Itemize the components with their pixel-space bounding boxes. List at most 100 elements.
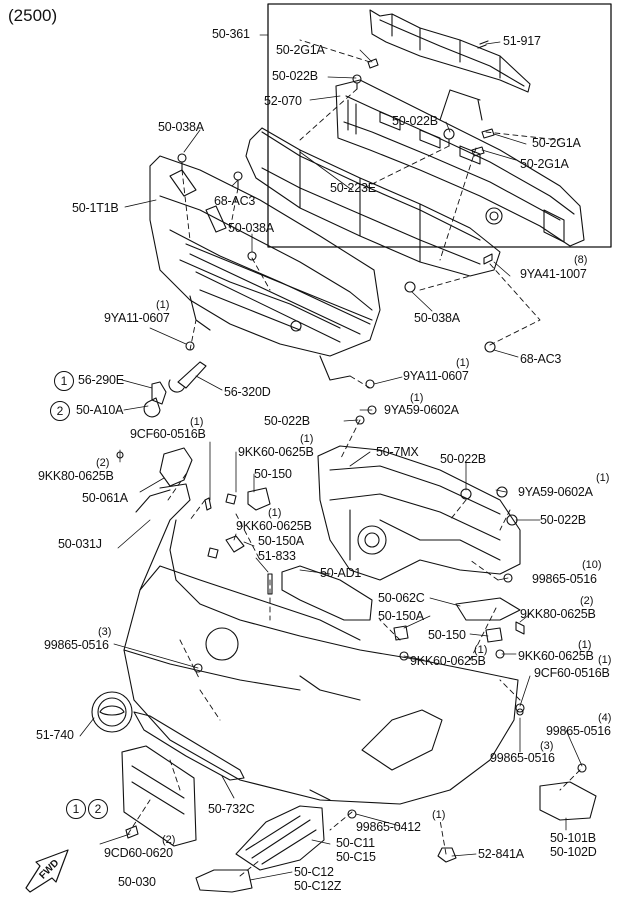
- grille-50-1T1B: [149, 155, 381, 381]
- label-9KK60-0625B-b: 9KK60-0625B: [236, 519, 312, 533]
- label-50-031J: 50-031J: [58, 537, 102, 551]
- garnish-50-732C: [133, 711, 245, 781]
- screw-9CF60-b: [515, 703, 525, 713]
- label-50-101B: 50-101B: [550, 831, 596, 845]
- tow-hook-56-320D: [168, 361, 207, 393]
- leader-lines: [79, 34, 583, 881]
- fwd-arrow-outline: [25, 849, 69, 893]
- label-50-361: 50-361: [212, 27, 250, 41]
- label-99865-0516-a: 99865-0516: [532, 572, 597, 586]
- label-9KK60-0625B-a: 9KK60-0625B: [238, 445, 314, 459]
- label-50-AD1: 50-AD1: [320, 566, 362, 580]
- upper-shield-51-917: [369, 9, 531, 93]
- label-51-917: 51-917: [503, 34, 541, 48]
- callout-1-plate: 1: [66, 799, 86, 819]
- label-52-070: 52-070: [264, 94, 302, 108]
- label-50-022B-e: 50-022B: [540, 513, 586, 527]
- label-50-061A: 50-061A: [82, 491, 128, 505]
- label-99865-0412: 99865-0412: [356, 820, 421, 834]
- bracket-50-7MX: [317, 445, 521, 581]
- label-50-022B-c: 50-022B: [264, 414, 310, 428]
- qty-9YA11-0607-a: (1): [156, 299, 170, 311]
- label-50-1T1B: 50-1T1B: [72, 201, 119, 215]
- bolt-9KK80-b: [515, 621, 525, 635]
- fog-grille-50-C11: [235, 805, 325, 871]
- qty-9KK80-0625B-b: (2): [580, 595, 594, 607]
- qty-9YA11-0607-b: (1): [456, 357, 470, 369]
- label-50-150-b: 50-150: [428, 628, 466, 642]
- bolt-51-833: [267, 573, 273, 595]
- label-99865-0516-b: 99865-0516: [44, 638, 109, 652]
- clip-50-2G1A-right-a: [481, 128, 495, 139]
- reinforcement-52-070: [335, 79, 585, 247]
- callout-2-plate: 2: [88, 799, 108, 819]
- label-50-038A-b: 50-038A: [228, 221, 274, 235]
- bolt-9KK60-c: [399, 651, 409, 661]
- label-9KK80-0625B-a: 9KK80-0625B: [38, 469, 114, 483]
- bolt-50-022B-a: [352, 74, 362, 84]
- qty-9YA59-0602A-b: (1): [596, 472, 610, 484]
- bolt-9KK60-b: [207, 547, 219, 559]
- emblem-51-740: [91, 691, 133, 733]
- deflector-50-AD1: [281, 565, 373, 621]
- clip-50-150-b: [485, 627, 503, 643]
- qty-99865-0516-d: (3): [540, 740, 554, 752]
- label-52-841A: 52-841A: [478, 847, 524, 861]
- qty-9CD60-0620: (2): [162, 834, 176, 846]
- qty-99865-0516-b: (3): [98, 626, 112, 638]
- label-9CF60-0516B-b: 9CF60-0516B: [534, 666, 610, 680]
- label-50-C11: 50-C11: [336, 836, 375, 850]
- bolt-50-022B-e: [506, 514, 518, 526]
- screw-99865-a: [503, 573, 513, 583]
- clip-50-038A-c: [404, 281, 416, 293]
- callout-2: 2: [50, 401, 70, 421]
- bolt-50-022B-d: [460, 488, 472, 500]
- cover-56-290E: [151, 381, 167, 405]
- clip-50-150A-a: [225, 535, 245, 553]
- label-50-062C: 50-062C: [378, 591, 425, 605]
- qty-9KK60-0625B-b: (1): [268, 507, 282, 519]
- label-68-AC3-b: 68-AC3: [520, 352, 562, 366]
- label-50-2G1A-c: 50-2G1A: [520, 157, 569, 171]
- screw-9CD60-0620: [125, 825, 139, 839]
- label-68-AC3-a: 68-AC3: [214, 194, 256, 208]
- nut-68-AC3-a: [233, 171, 243, 181]
- label-9KK60-0625B-d: 9KK60-0625B: [410, 654, 486, 668]
- label-9YA59-0602A-a: 9YA59-0602A: [384, 403, 459, 417]
- label-56-290E: 56-290E: [78, 373, 124, 387]
- label-50-150A-b: 50-150A: [378, 609, 424, 623]
- qty-9CF60-0516B-b: (1): [598, 654, 612, 666]
- bracket-50-062C: [455, 597, 521, 621]
- screw-9YA59-b: [496, 486, 508, 498]
- bolt-9KK60-a: [225, 493, 237, 505]
- label-50-150A-a: 50-150A: [258, 534, 304, 548]
- screw-9CF60-a: [204, 497, 212, 511]
- label-51-740: 51-740: [36, 728, 74, 742]
- label-56-320D: 56-320D: [224, 385, 271, 399]
- qty-9CF60-0516B-a: (1): [190, 416, 204, 428]
- label-50-C12Z: 50-C12Z: [294, 879, 342, 893]
- label-9CF60-0516B-a: 9CF60-0516B: [130, 427, 206, 441]
- label-50-C12: 50-C12: [294, 865, 334, 879]
- label-50-102D: 50-102D: [550, 845, 597, 859]
- qty-99865-0412: (1): [432, 809, 446, 821]
- side-bracket-50-061A: [159, 447, 193, 487]
- label-9YA59-0602A-b: 9YA59-0602A: [518, 485, 593, 499]
- label-50-7MX: 50-7MX: [376, 445, 419, 459]
- label-99865-0516-d: 99865-0516: [490, 751, 555, 765]
- diagram-header: (2500): [8, 6, 58, 25]
- qty-9KK60-0625B-c: (1): [578, 639, 592, 651]
- label-9KK60-0625B-c: 9KK60-0625B: [518, 649, 594, 663]
- bumper-cover-50-031J: [123, 483, 519, 805]
- label-50-2G1A-a: 50-2G1A: [276, 43, 325, 57]
- qty-9YA59-0602A-a: (1): [410, 392, 424, 404]
- screw-9YA41-1007: [483, 253, 493, 265]
- label-50-022B-b: 50-022B: [392, 114, 438, 128]
- qty-9YA41-1007: (8): [574, 254, 588, 266]
- bracket-50-150-a: [247, 487, 271, 511]
- qty-9KK80-0625B-a: (2): [96, 457, 110, 469]
- label-50-030: 50-030: [118, 875, 156, 889]
- qty-99865-0516-a: (10): [582, 559, 602, 571]
